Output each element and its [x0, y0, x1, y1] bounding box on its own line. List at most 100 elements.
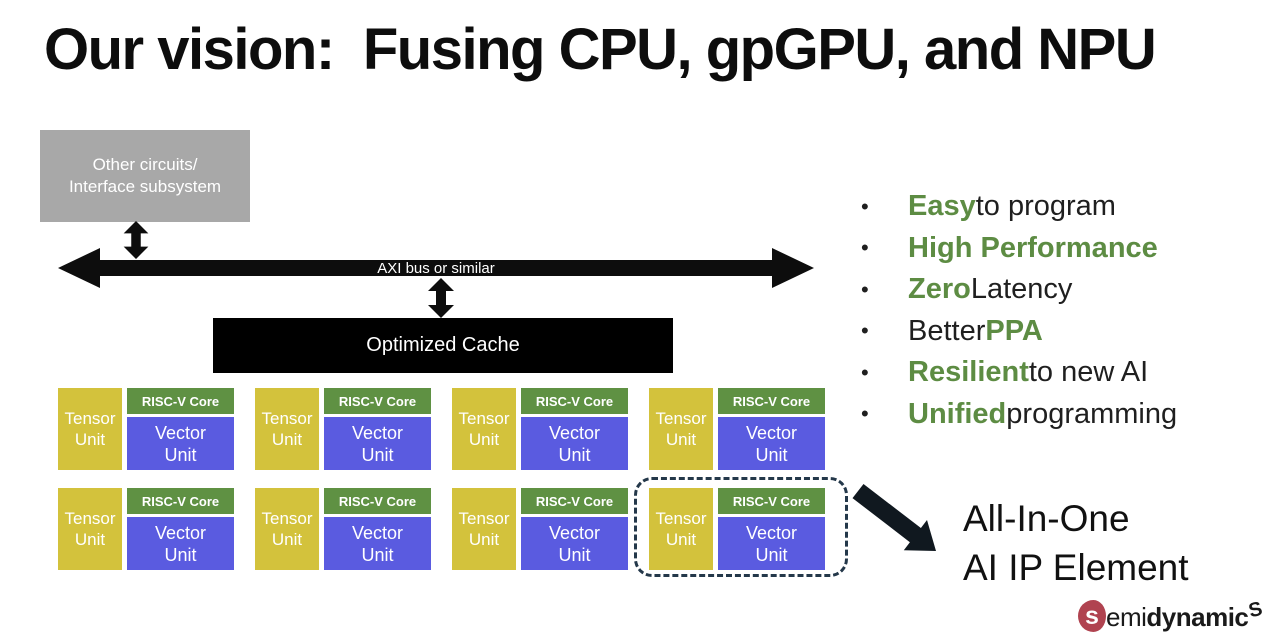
- tensor-unit-box: Tensor Unit: [452, 488, 516, 570]
- benefit-item: •Unified programming: [852, 394, 1177, 436]
- core-column: RISC-V Core Vector Unit: [324, 488, 431, 570]
- other-circuits-line1: Other circuits/: [92, 155, 198, 174]
- core-column: RISC-V Core Vector Unit: [521, 388, 628, 470]
- double-arrow-vertical-icon: [428, 278, 454, 318]
- riscv-core-box: RISC-V Core: [521, 488, 628, 514]
- vector-unit-label: Vector: [548, 522, 601, 543]
- vector-unit-label: Unit: [164, 544, 197, 565]
- riscv-core-box: RISC-V Core: [324, 488, 431, 514]
- benefit-text: Better: [908, 314, 986, 347]
- tensor-unit-box: Tensor Unit: [649, 388, 713, 470]
- ai-ip-unit: Tensor Unit RISC-V Core Vector Unit: [58, 488, 234, 570]
- vector-unit-label: Unit: [558, 544, 591, 565]
- ai-ip-unit: Tensor Unit RISC-V Core Vector Unit: [649, 488, 825, 570]
- core-column: RISC-V Core Vector Unit: [324, 388, 431, 470]
- bullet-icon: •: [861, 235, 869, 261]
- vector-unit-label: Vector: [351, 522, 404, 543]
- tensor-unit-label: Tensor: [458, 409, 510, 428]
- vector-unit-box: Vector Unit: [521, 417, 628, 470]
- ai-ip-unit: Tensor Unit RISC-V Core Vector Unit: [255, 488, 431, 570]
- bullet-icon: •: [861, 318, 869, 344]
- benefit-highlight: Zero: [908, 273, 971, 306]
- tensor-unit-box: Tensor Unit: [649, 488, 713, 570]
- tensor-unit-box: Tensor Unit: [58, 488, 122, 570]
- vector-unit-box: Vector Unit: [324, 417, 431, 470]
- callout-line2: AI IP Element: [963, 547, 1189, 588]
- benefit-highlight: Easy: [908, 190, 976, 223]
- tensor-unit-box: Tensor Unit: [255, 488, 319, 570]
- tensor-unit-label: Tensor: [64, 509, 116, 528]
- callout-text: All-In-One AI IP Element: [963, 494, 1189, 592]
- vector-unit-label: Unit: [558, 444, 591, 465]
- other-circuits-box: Other circuits/ Interface subsystem: [40, 130, 250, 222]
- vector-unit-box: Vector Unit: [718, 417, 825, 470]
- double-arrow-horizontal-icon: [58, 248, 814, 288]
- vector-unit-label: Unit: [361, 544, 394, 565]
- vector-unit-label: Unit: [755, 444, 788, 465]
- core-column: RISC-V Core Vector Unit: [521, 488, 628, 570]
- vector-unit-box: Vector Unit: [127, 417, 234, 470]
- benefit-text: to new AI: [1028, 356, 1149, 389]
- tensor-unit-label: Unit: [665, 530, 697, 549]
- benefit-item: • Zero Latency: [852, 269, 1177, 311]
- benefits-list: •Easy to program•High Performance•Zero L…: [852, 186, 1177, 435]
- double-arrow-vertical-icon: [121, 221, 151, 264]
- vector-unit-box: Vector Unit: [127, 517, 234, 570]
- ai-ip-unit: Tensor Unit RISC-V Core Vector Unit: [452, 388, 628, 470]
- double-arrow-vertical-icon: [123, 221, 149, 259]
- callout-line1: All-In-One: [963, 498, 1130, 539]
- double-arrow-vertical-icon: [426, 278, 456, 323]
- core-column: RISC-V Core Vector Unit: [718, 388, 825, 470]
- benefit-text: Latency: [970, 273, 1073, 306]
- benefit-item: •Easy to program: [852, 186, 1177, 228]
- tensor-unit-label: Tensor: [261, 409, 313, 428]
- tensor-unit-label: Unit: [74, 430, 106, 449]
- benefit-item: • Resilient to new AI: [852, 352, 1177, 394]
- benefit-highlight: High Performance: [908, 231, 1158, 264]
- vector-unit-label: Unit: [755, 544, 788, 565]
- tensor-unit-label: Unit: [271, 430, 303, 449]
- benefit-text: to program: [975, 190, 1116, 223]
- bullet-icon: •: [861, 276, 869, 302]
- vector-unit-label: Vector: [351, 422, 404, 443]
- riscv-core-box: RISC-V Core: [718, 388, 825, 414]
- benefit-highlight: Unified: [908, 397, 1007, 430]
- vector-unit-label: Unit: [164, 444, 197, 465]
- bullet-icon: •: [861, 401, 869, 427]
- bullet-icon: •: [861, 359, 869, 385]
- page-title: Our vision: Fusing CPU, gpGPU, and NPU: [44, 17, 1157, 82]
- riscv-core-box: RISC-V Core: [718, 488, 825, 514]
- arrow-down-right-icon: [852, 484, 936, 551]
- logo-mid-text: emi: [1106, 602, 1147, 633]
- vector-unit-label: Vector: [548, 422, 601, 443]
- axi-bus-arrow: AXI bus or similar: [58, 248, 814, 288]
- tensor-unit-label: Unit: [271, 530, 303, 549]
- other-circuits-line2: Interface subsystem: [68, 177, 222, 196]
- vector-unit-label: Vector: [154, 422, 207, 443]
- riscv-core-box: RISC-V Core: [127, 388, 234, 414]
- tensor-unit-label: Unit: [468, 430, 500, 449]
- callout-arrow-icon: [850, 483, 945, 568]
- logo-initial: s: [1085, 601, 1099, 630]
- benefit-item: •Better PPA: [852, 311, 1177, 353]
- optimized-cache-box: Optimized Cache: [213, 318, 673, 373]
- benefit-highlight: Resilient: [908, 356, 1029, 389]
- tensor-unit-label: Tensor: [655, 509, 707, 528]
- vector-unit-box: Vector Unit: [521, 517, 628, 570]
- vector-unit-label: Vector: [745, 522, 798, 543]
- logo-bold-text: dynamic: [1146, 602, 1249, 633]
- ai-ip-unit: Tensor Unit RISC-V Core Vector Unit: [649, 388, 825, 470]
- tensor-unit-label: Unit: [665, 430, 697, 449]
- benefit-item: • High Performance: [852, 228, 1177, 270]
- core-column: RISC-V Core Vector Unit: [718, 488, 825, 570]
- axi-bus-label: AXI bus or similar: [377, 259, 495, 277]
- riscv-core-box: RISC-V Core: [521, 388, 628, 414]
- logo-suffix-s: S: [1246, 597, 1266, 623]
- semidynamics-logo: s emi dynamic S: [1078, 597, 1266, 633]
- tensor-unit-box: Tensor Unit: [452, 388, 516, 470]
- tensor-unit-box: Tensor Unit: [58, 388, 122, 470]
- core-column: RISC-V Core Vector Unit: [127, 488, 234, 570]
- tensor-unit-label: Unit: [468, 530, 500, 549]
- unit-row: Tensor Unit RISC-V Core Vector Unit Tens…: [58, 488, 825, 570]
